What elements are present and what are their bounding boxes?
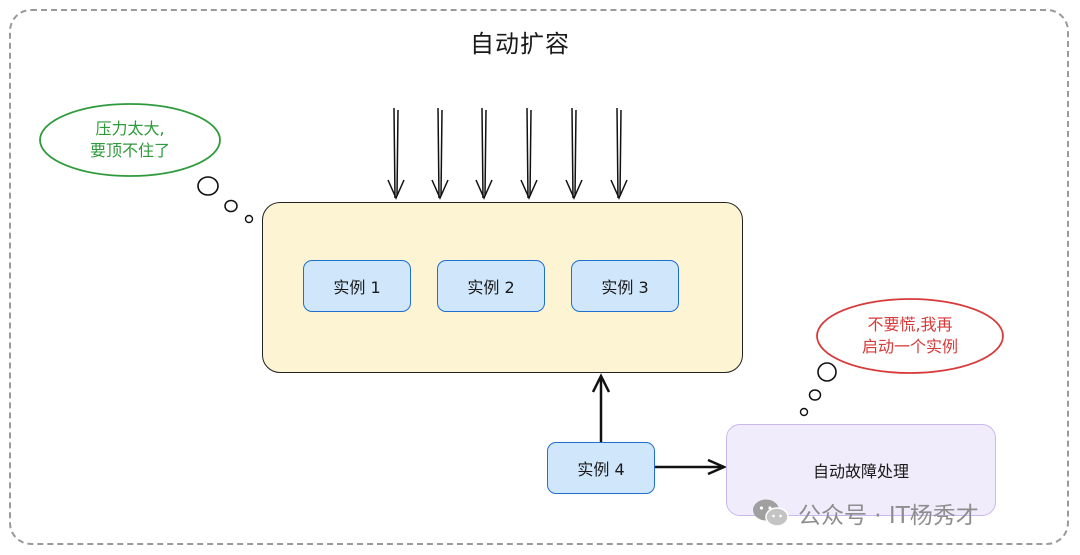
- instance-2: 实例 2: [437, 260, 545, 312]
- load-arrow: [431, 107, 449, 200]
- pressure-line-2: 要顶不住了: [89, 141, 170, 160]
- load-arrow: [565, 107, 583, 200]
- watermark: 公众号 · IT杨秀才: [752, 496, 979, 530]
- diagram-frame: [9, 9, 1069, 545]
- pressure-line-1: 压力太大,: [95, 119, 165, 138]
- watermark-text: 公众号 · IT杨秀才: [798, 503, 979, 529]
- instance-3: 实例 3: [571, 260, 679, 312]
- instance-4: 实例 4: [547, 442, 655, 494]
- calm-line-1: 不要慌,我再: [867, 315, 953, 334]
- calm-bubble-text: 不要慌,我再 启动一个实例: [818, 314, 1002, 358]
- load-arrows: [387, 107, 628, 200]
- load-arrow: [610, 107, 628, 200]
- load-arrow: [520, 107, 538, 200]
- load-arrow: [387, 107, 405, 200]
- pressure-thought-bubble: [39, 103, 254, 224]
- wechat-icon: [752, 498, 790, 528]
- scale-up-arrow: [591, 373, 611, 442]
- calm-thought-bubble: [799, 298, 1004, 417]
- failover-arrow: [655, 458, 728, 476]
- pressure-bubble-text: 压力太大, 要顶不住了: [40, 118, 220, 162]
- instance-cluster: 实例 1 实例 2 实例 3: [262, 202, 743, 373]
- diagram-title: 自动扩容: [470, 30, 570, 58]
- instance-1: 实例 1: [303, 260, 411, 312]
- load-arrow: [475, 107, 493, 200]
- calm-line-2: 启动一个实例: [861, 337, 958, 356]
